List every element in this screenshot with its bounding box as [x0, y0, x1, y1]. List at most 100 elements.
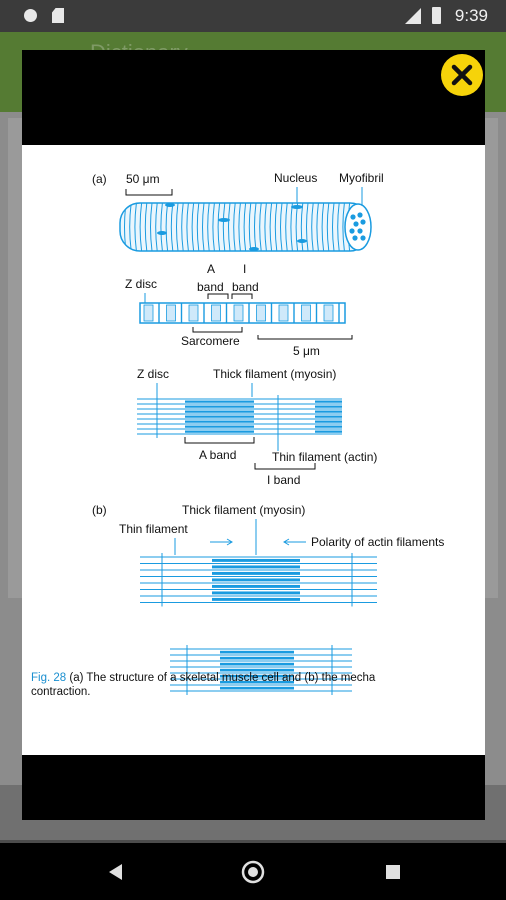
scale-bar-50um: [125, 189, 173, 196]
thick-filament-bar: [315, 420, 342, 423]
striation-line: [238, 203, 241, 251]
thick-filament-bar: [185, 405, 254, 408]
nucleus-label: Nucleus: [274, 171, 317, 185]
striation-line: [243, 203, 247, 251]
striation-line: [274, 203, 278, 251]
striation-line: [254, 203, 257, 251]
polarity-label: Polarity of actin filaments: [311, 535, 444, 549]
striation-line: [326, 203, 330, 251]
scale-label-5um: 5 μm: [293, 344, 320, 358]
home-circle-icon[interactable]: [240, 859, 266, 885]
striation-line: [228, 203, 231, 251]
filament-detail-a: [137, 395, 342, 438]
striation-line: [144, 203, 148, 251]
thick-filament-bar: [212, 584, 300, 588]
striation-line: [342, 203, 345, 251]
polarity-arrow-right: [210, 538, 233, 546]
battery-icon: [432, 7, 441, 24]
thick-filament-bar: [220, 686, 294, 690]
thick-filament-label-b: Thick filament (myosin): [182, 503, 305, 517]
i-band-bracket-top: [231, 293, 253, 299]
thick-filament-bar: [220, 662, 294, 666]
striation-line: [259, 203, 262, 251]
thick-filament-bar: [220, 680, 294, 684]
myofibril-label: Myofibril: [339, 171, 384, 185]
thick-filament-bar: [185, 400, 254, 403]
a-letter-label: A: [207, 262, 215, 276]
striation-line: [191, 203, 195, 251]
striation-line: [321, 203, 325, 251]
muscle-diagram: (a) 50 μm Nucleus Myofibril: [92, 171, 444, 695]
close-icon: [451, 64, 473, 86]
striation-line: [222, 203, 226, 251]
status-time: 9:39: [454, 6, 488, 25]
striation-line: [337, 203, 340, 251]
striation-line: [306, 203, 309, 251]
a-band-block: [143, 304, 154, 322]
figure-caption: Fig. 28 (a) The structure of a skeletal …: [31, 671, 485, 699]
striation-line: [129, 203, 132, 251]
thin-filament-label: Thin filament: [119, 522, 188, 536]
thick-filament-bar: [315, 405, 342, 408]
thick-filament-bar: [212, 591, 300, 595]
striation-line: [170, 203, 174, 251]
thick-filament-bar: [185, 420, 254, 423]
band-label-a: band: [197, 280, 224, 294]
striation-line: [181, 203, 184, 251]
scale-label-50um: 50 μm: [126, 172, 160, 186]
a-band-block: [256, 304, 266, 322]
band-label-i: band: [232, 280, 259, 294]
striation-line: [150, 203, 153, 251]
striation-line: [316, 203, 319, 251]
a-band-block: [211, 304, 221, 322]
thick-filament-bar: [212, 565, 300, 569]
striation-line: [269, 203, 273, 251]
thick-filament-bar: [185, 410, 254, 413]
a-band-block: [233, 304, 244, 322]
thick-filament-bar: [212, 578, 300, 582]
striation-line: [311, 203, 314, 251]
recents-square-icon[interactable]: [380, 859, 406, 885]
scale-bar-5um: [257, 335, 353, 340]
striation-line: [139, 203, 143, 251]
striation-line: [248, 203, 252, 251]
striation-line: [233, 203, 236, 251]
thick-filament-label-a: Thick filament (myosin): [213, 367, 336, 381]
striation-line: [202, 203, 205, 251]
filament-detail-b1: [140, 553, 377, 607]
myofibril-strip: [139, 302, 346, 324]
striation-line: [264, 203, 267, 251]
thick-filament-bar: [220, 656, 294, 660]
muscle-fiber-cylinder: [119, 202, 372, 252]
z-disc-label-1: Z disc: [125, 277, 157, 291]
caption-text-line1: (a) The structure of a skeletal muscle c…: [66, 672, 376, 684]
back-triangle-icon[interactable]: [103, 859, 129, 885]
polarity-arrow-left: [283, 538, 306, 546]
panel-b-label: (b): [92, 503, 107, 517]
i-letter-label: I: [243, 262, 246, 276]
thick-filament-bar: [220, 668, 294, 672]
panel-a-label: (a): [92, 172, 107, 186]
striation-line: [212, 203, 215, 251]
thick-filament-bar: [212, 558, 300, 562]
z-disc-label-2: Z disc: [137, 367, 169, 381]
filament-detail-b2: [170, 645, 352, 695]
striation-line: [280, 203, 283, 251]
thick-filament-bar: [315, 415, 342, 418]
i-band-bracket: [254, 463, 316, 470]
i-band-label: I band: [267, 473, 300, 487]
striation-line: [176, 203, 179, 251]
thin-filament-actin-label: Thin filament (actin): [272, 450, 377, 464]
striation-line: [332, 203, 335, 251]
striation-line: [186, 203, 189, 251]
striation-line: [165, 203, 169, 251]
thick-filament-bar: [315, 430, 342, 433]
thick-filament-bar: [185, 430, 254, 433]
striation-line: [217, 203, 221, 251]
caption-fig-number: Fig. 28: [31, 672, 67, 684]
thick-filament-bar: [220, 674, 294, 678]
striation-line: [134, 203, 137, 251]
close-button[interactable]: [441, 54, 483, 96]
a-band-bracket-top: [207, 293, 229, 299]
signal-icon: [405, 8, 421, 24]
